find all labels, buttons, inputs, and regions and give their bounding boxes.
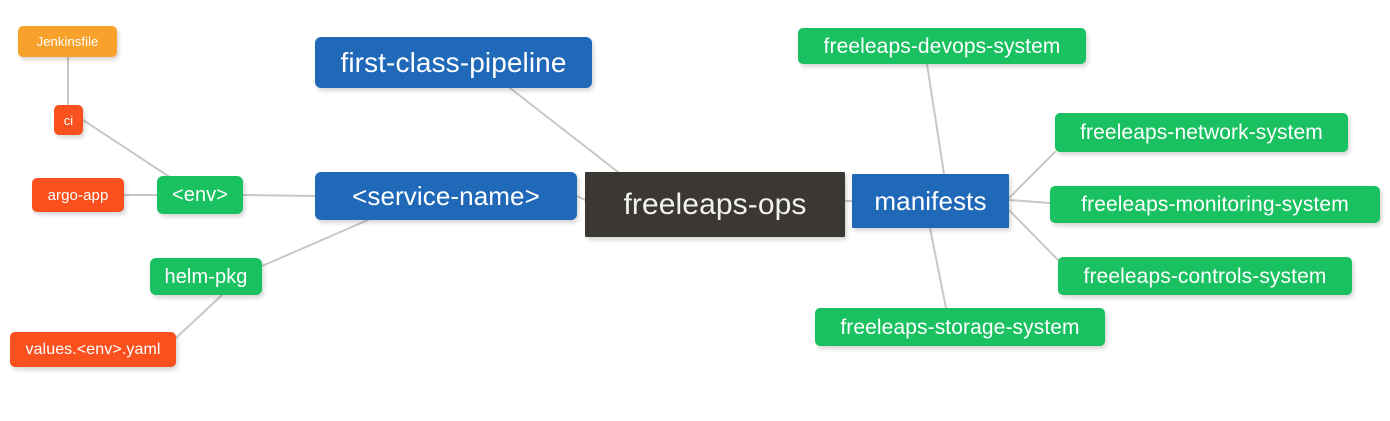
edge-helm-pkg-to-service-name (261, 219, 369, 267)
mindmap-node-freeleaps-controls-system[interactable]: freeleaps-controls-system (1058, 257, 1352, 295)
mindmap-node-env[interactable]: <env> (157, 176, 243, 214)
edge-service-name-to-freeleaps-ops (576, 195, 586, 201)
mindmap-node-freeleaps-network-system[interactable]: freeleaps-network-system (1055, 113, 1348, 152)
mindmap-node-freeleaps-devops-system[interactable]: freeleaps-devops-system (798, 28, 1086, 64)
mindmap-node-manifests[interactable]: manifests (852, 174, 1009, 228)
edge-first-class-pipeline-to-freeleaps-ops (509, 87, 619, 173)
mindmap-node-freeleaps-ops[interactable]: freeleaps-ops (585, 172, 845, 237)
mindmap-node-freeleaps-monitoring-system[interactable]: freeleaps-monitoring-system (1050, 186, 1380, 223)
edge-freeleaps-storage-system-to-manifests (929, 227, 947, 309)
mindmap-node-helm-pkg[interactable]: helm-pkg (150, 258, 262, 295)
mindmap-node-freeleaps-storage-system[interactable]: freeleaps-storage-system (815, 308, 1105, 346)
edge-freeleaps-devops-system-to-manifests (926, 63, 945, 175)
edge-freeleaps-monitoring-system-to-manifests (1008, 199, 1051, 204)
mindmap-node-values-env-yaml[interactable]: values.<env>.yaml (10, 332, 176, 367)
edge-values-env-yaml-to-helm-pkg (175, 294, 223, 339)
edge-env-to-service-name (242, 194, 316, 197)
mindmap-node-service-name[interactable]: <service-name> (315, 172, 577, 220)
mindmap-node-ci[interactable]: ci (54, 105, 83, 135)
mindmap-node-first-class-pipeline[interactable]: first-class-pipeline (315, 37, 592, 88)
edge-freeleaps-network-system-to-manifests (1008, 151, 1056, 199)
mindmap-node-argo-app[interactable]: argo-app (32, 178, 124, 212)
mindmap-node-jenkinsfile[interactable]: Jenkinsfile (18, 26, 117, 57)
